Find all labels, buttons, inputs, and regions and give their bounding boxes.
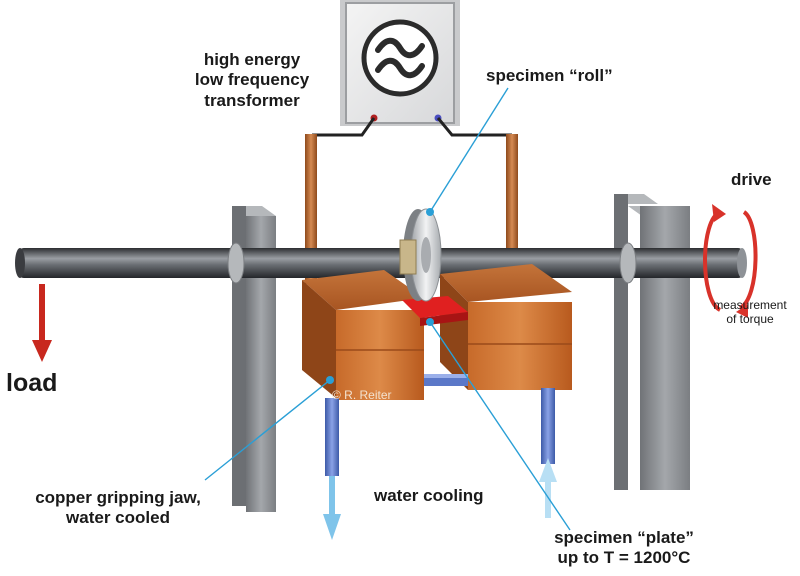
leader-lines (204, 87, 571, 531)
copper-jaw-left (302, 270, 424, 400)
leader-plate (429, 321, 571, 531)
transformer-label-line: low frequency (194, 70, 310, 90)
specimen-plate-label-line: specimen “plate” (554, 528, 694, 547)
copyright-watermark: © R. Reiter (332, 388, 392, 402)
load-label: load (6, 369, 58, 397)
specimen-roll-label: specimen “roll” (486, 66, 613, 85)
specimen-plate-label-line: up to T = 1200°C (557, 548, 691, 568)
frame-right (614, 194, 690, 490)
copper-rod-left (305, 134, 317, 284)
transformer-label-line: high energy (203, 50, 301, 69)
leader-dot-jaw (326, 376, 334, 384)
jaw-label-line: copper gripping jaw, (35, 488, 201, 507)
cable-left (312, 117, 376, 137)
transformer-symbol-circle (361, 19, 439, 97)
leader-roll (429, 87, 509, 213)
transformer-label: high energy low frequency transformer (176, 50, 328, 111)
transformer (312, 0, 512, 137)
water-out-arrow (323, 476, 341, 540)
specimen-plate (402, 296, 468, 318)
specimen-roll (399, 208, 442, 302)
copper-jaw-right (440, 264, 572, 390)
transformer-label-line: transformer (204, 90, 300, 110)
cable-right (436, 117, 512, 137)
drive-label: drive (731, 170, 772, 189)
load-arrow (32, 284, 52, 362)
copper-rod-right (506, 134, 518, 284)
torque-label-line: of torque (726, 312, 774, 327)
ac-wave-icon (375, 37, 425, 79)
water-pipes (325, 374, 555, 476)
jaw-label-line: water cooled (66, 508, 170, 528)
torque-label-line: measurement (713, 298, 787, 312)
rotation-arrow-icon (703, 204, 758, 318)
specimen-plate-label: specimen “plate” up to T = 1200°C (526, 528, 722, 569)
shaft (15, 242, 747, 284)
leader-dot-plate (426, 318, 434, 326)
water-cooling-label: water cooling (374, 486, 484, 505)
leader-dot-roll (426, 208, 434, 216)
torque-label: measurement of torque (702, 298, 798, 327)
jaw-label: copper gripping jaw, water cooled (4, 488, 232, 529)
leader-jaw (204, 379, 331, 481)
